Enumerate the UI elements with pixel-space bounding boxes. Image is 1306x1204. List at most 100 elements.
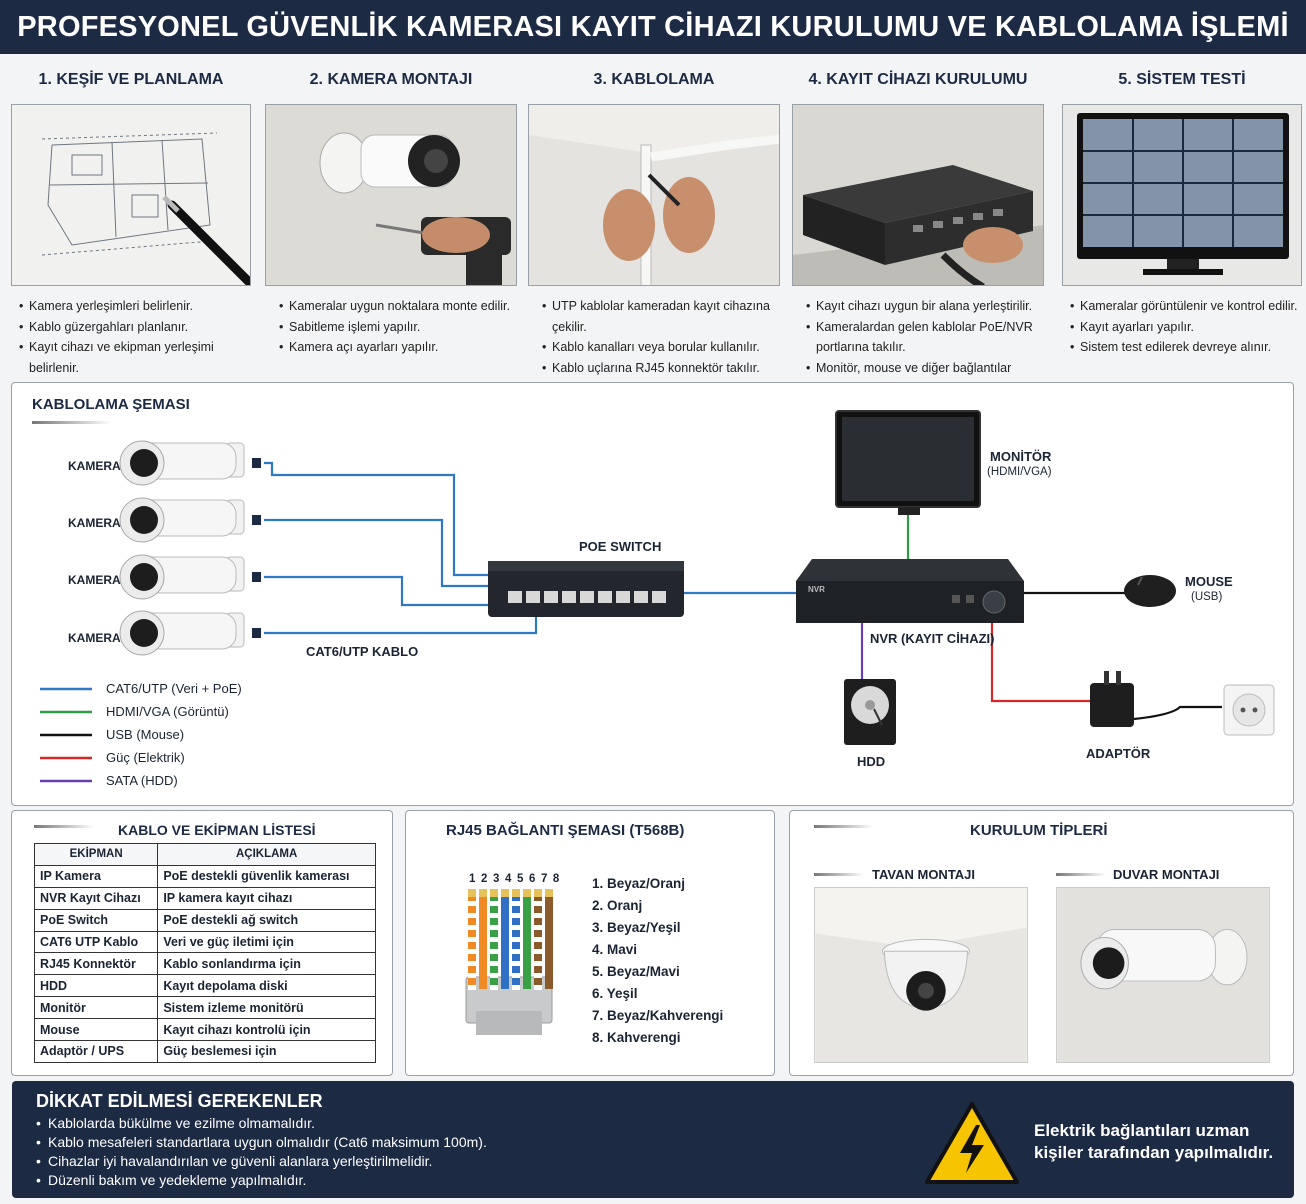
page-title: PROFESYONEL GÜVENLİK KAMERASI KAYIT CİHA…	[0, 0, 1306, 54]
rj45-wire-stripe	[512, 973, 520, 978]
step-bullet: Kayıt cihazı ve ekipman yerleşimi belirl…	[19, 337, 251, 378]
step-bullet: Sabitleme işlemi yapılır.	[279, 317, 511, 338]
rj45-wire-stripe	[534, 973, 542, 978]
title-underline	[814, 873, 864, 876]
rj45-wire-stripe	[468, 949, 476, 954]
step-bullet: Kayıt ayarları yapılır.	[1070, 317, 1302, 338]
nvr-brand: NVR	[808, 585, 825, 594]
notice-item: Düzenli bakım ve yedekleme yapılmalıdır.	[36, 1171, 487, 1190]
rj45-wire	[545, 897, 553, 989]
rj45-wire-stripe	[468, 937, 476, 942]
equipment-desc: Veri ve güç iletimi için	[157, 930, 376, 954]
rj45-wire	[534, 897, 542, 989]
camera-label: KAMERA	[68, 516, 121, 530]
pin-item: 1. Beyaz/Oranj	[592, 876, 686, 891]
rj45-panel: RJ45 BAĞLANTI ŞEMASI (T568B) 1 2 3 4 5 6…	[405, 810, 775, 1076]
rj45-wire-stripe	[490, 925, 498, 930]
rj45-wire-stripe	[490, 985, 498, 990]
wiring-title: KABLOLAMA ŞEMASI	[32, 396, 190, 413]
cat6-cables	[264, 461, 796, 635]
step-bullet: Kablo güzergahları planlanır.	[19, 317, 251, 338]
rj45-wire	[523, 897, 531, 989]
equipment-name: HDD	[33, 974, 159, 998]
rj45-wire-stripe	[468, 985, 476, 990]
install-types-panel: KURULUM TİPLERİ TAVAN MONTAJI DUVAR MONT…	[789, 810, 1294, 1076]
cable-label: CAT6/UTP KABLO	[306, 644, 419, 659]
title-underline	[814, 825, 874, 828]
step-2: 2. KAMERA MONTAJI Kameralar uygun noktal…	[265, 56, 517, 378]
step-bullet: Kablo kanalları veya borular kullanılır.	[542, 337, 774, 358]
equipment-name: RJ45 Konnektör	[33, 952, 159, 976]
equipment-desc: PoE destekli ağ switch	[157, 908, 376, 932]
legend-label: Güç (Elektrik)	[106, 750, 185, 765]
equipment-name: IP Kamera	[33, 864, 159, 888]
pin-item: 8. Kahverengi	[592, 1030, 681, 1045]
rj45-wire-stripe	[512, 985, 520, 990]
pin-item: 2. Oranj	[592, 898, 643, 913]
pin-item: 5. Beyaz/Mavi	[592, 964, 680, 979]
camera-label: KAMERA	[68, 573, 121, 587]
rj45-wire-stripe	[490, 949, 498, 954]
equipment-name: Monitör	[33, 996, 159, 1020]
equipment-desc: PoE destekli güvenlik kamerası	[157, 864, 376, 888]
step-bullet: Kameralardan gelen kablolar PoE/NVR port…	[806, 317, 1038, 358]
rj45-wire-stripe	[512, 961, 520, 966]
ceiling-mount-label: TAVAN MONTAJI	[872, 867, 976, 882]
rj45-connector-icon	[465, 889, 553, 1035]
equipment-name: Adaptör / UPS	[33, 1040, 159, 1063]
rj45-wire	[512, 897, 520, 989]
step-bullet: Sistem test edilerek devreye alınır.	[1070, 337, 1302, 358]
step-title: 4. KAYIT CİHAZI KURULUMU	[808, 71, 1028, 88]
rj45-wire-stripe	[512, 901, 520, 906]
notice-title: DİKKAT EDİLMESİ GEREKENLER	[36, 1091, 323, 1111]
step-4: 4. KAYIT CİHAZI KURULUMU Kayıt cihazı uy…	[792, 56, 1044, 395]
ceiling-camera-image	[814, 887, 1028, 1063]
nvr-label: NVR (KAYIT CİHAZI)	[870, 631, 995, 646]
rj45-wire-stripe	[512, 937, 520, 942]
step-title: 3. KABLOLAMA	[593, 71, 715, 88]
monitor-sub-label: (HDMI/VGA)	[987, 466, 1052, 478]
legend-label: SATA (HDD)	[106, 773, 178, 788]
monitor-label: MONİTÖR	[990, 449, 1052, 464]
camera-label: KAMERA	[68, 631, 121, 645]
pin-item: 4. Mavi	[592, 942, 638, 957]
rj45-wire-stripe	[534, 937, 542, 942]
adapter-icon	[1090, 671, 1134, 727]
monitor-icon	[835, 410, 981, 515]
warning-line: kişiler tarafından yapılmalıdır.	[1034, 1143, 1274, 1162]
rj45-wire-stripe	[534, 949, 542, 954]
rj45-wire-stripe	[468, 925, 476, 930]
nvr-icon	[796, 559, 1024, 623]
step-title: 1. KEŞİF VE PLANLAMA	[38, 71, 224, 88]
system-test-image	[1062, 104, 1302, 286]
camera-icons	[119, 440, 245, 656]
equipment-name: NVR Kayıt Cihazı	[33, 886, 159, 910]
cabling-image	[528, 104, 780, 286]
step-bullet: Kayıt cihazı uygun bir alana yerleştiril…	[806, 296, 1038, 317]
equipment-desc: Kablo sonlandırma için	[157, 952, 376, 976]
wall-mount-label: DUVAR MONTAJI	[1113, 867, 1220, 882]
mouse-label: MOUSE	[1185, 574, 1233, 589]
rj45-wire-stripe	[512, 949, 520, 954]
rj45-wire-stripe	[534, 901, 542, 906]
rj45-wire-stripe	[490, 901, 498, 906]
camera-mount-image	[265, 104, 517, 286]
step-bullet: Kameralar uygun noktalara monte edilir.	[279, 296, 511, 317]
equipment-name: PoE Switch	[33, 908, 159, 932]
title-underline	[1056, 873, 1106, 876]
equipment-desc: Kayıt depolama diski	[157, 974, 376, 998]
equipment-title: KABLO VE EKİPMAN LİSTESİ	[118, 822, 316, 838]
rj45-wires	[468, 897, 553, 990]
step-title: 5. SİSTEM TESTİ	[1118, 71, 1246, 88]
title-underline	[32, 421, 112, 424]
pin-item: 3. Beyaz/Yeşil	[592, 920, 681, 935]
rj45-wire-stripe	[490, 973, 498, 978]
equipment-name: Mouse	[33, 1018, 159, 1042]
step-bullet: Kablo uçlarına RJ45 konnektör takılır.	[542, 358, 774, 379]
wall-camera-image	[1056, 887, 1270, 1063]
equipment-desc: Sistem izleme monitörü	[157, 996, 376, 1020]
legend-label: HDMI/VGA (Görüntü)	[106, 704, 229, 719]
